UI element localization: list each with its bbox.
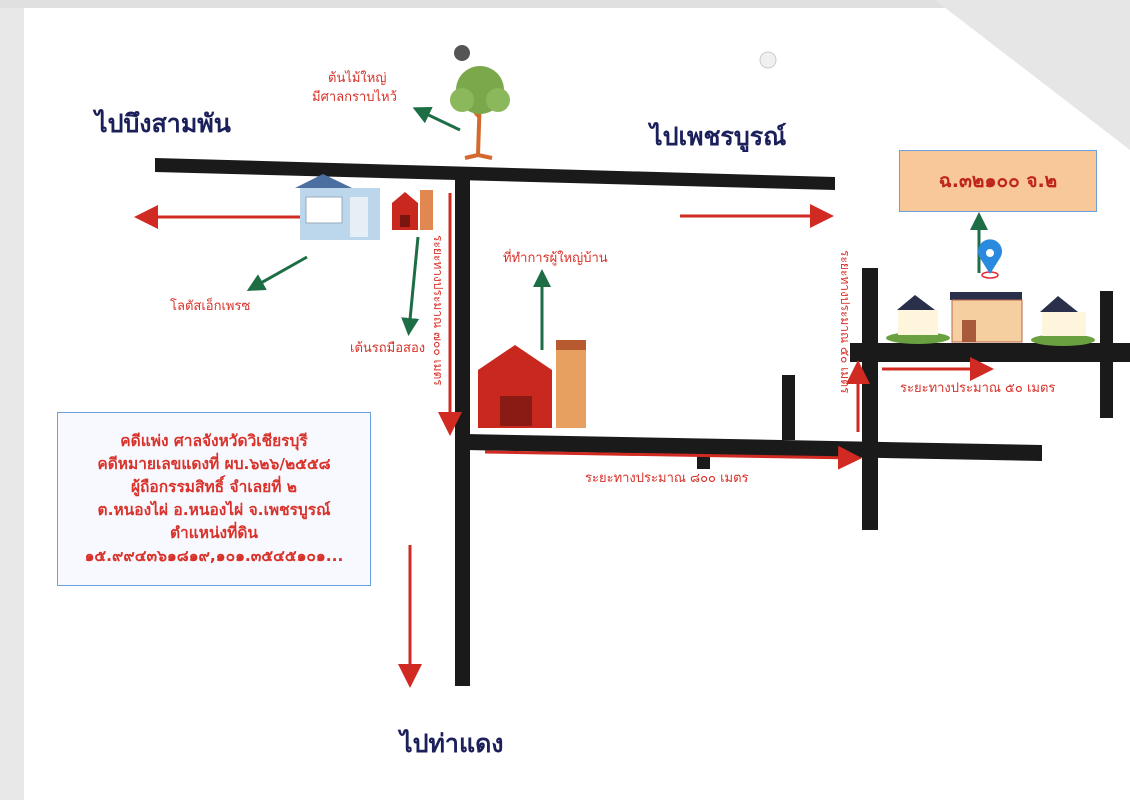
landmark-arrows [246,107,988,350]
punch-hole-icon [454,45,470,61]
direction-west-label: ไปบึงสามพัน [92,108,231,138]
direction-east-label: ไปเพชรบูรณ์ [647,121,786,153]
east-road [465,434,1042,461]
direction-south-label: ไปท่าแดง [397,728,504,758]
case-info-line: ๑๕.๙๙๔๓๖๑๘๑๙,๑๐๑.๓๕๔๕๑๐๑... [84,547,344,565]
tree-label: ต้นไม้ใหญ่ [328,70,386,86]
property-code-box: ฉ.๓๒๑๐๐ จ.๒ [899,150,1097,212]
car-lot-label: เต้นรถมือสอง [350,340,425,356]
arrow-to-store-label [246,255,308,291]
side-road-vertical [862,268,878,530]
case-info-line: ต.หนองไผ่ อ.หนองไผ่ จ.เพชรบูรณ์ [97,501,331,519]
arrow-to-tree-label [412,107,461,132]
side-road-horizontal [850,343,1130,362]
arrow-to-car-lot-label [401,236,420,336]
tree-icon [450,66,510,160]
case-info-line: คดีแพ่ง ศาลจังหวัดวิเชียรบุรี [120,432,308,450]
location-pin-icon [978,239,1002,279]
distance-50m-vertical-label: ระยะทางประมาณ ๕๐ เมตร [838,250,852,394]
tree-label: มีศาลกราบไหว้ [312,89,397,105]
arrow-800m [484,445,862,470]
spur-road [697,447,710,469]
roads [155,158,1130,686]
barn-icon [392,190,433,230]
case-info-line: คดีหมายเลขแดงที่ ผบ.๖๒๖/๒๕๕๘ [97,455,331,473]
houses-icon [886,292,1095,346]
punch-hole-icon [759,51,777,69]
route-arrows [134,193,994,688]
distance-700m-label: ระยะทางประมาณ ๗๐๐ เมตร [431,235,445,386]
case-info-box: คดีแพ่ง ศาลจังหวัดวิเชียรบุรี คดีหมายเลข… [57,412,371,586]
distance-50m-horizontal-label: ระยะทางประมาณ ๕๐ เมตร [900,381,1055,396]
case-info-line: ผู้ถือกรรมสิทธิ์ จำเลยที่ ๒ [130,478,298,496]
headman-office-label: ที่ทำการผู้ใหญ่บ้าน [503,249,608,266]
main-road-horizontal [155,158,835,190]
page-corner-fold [935,0,1130,150]
case-info-line: ตำแหน่งที่ดิน [169,524,259,542]
spur-road [782,375,795,440]
store-building-icon [295,174,380,240]
scan-top-margin [0,0,1130,8]
store-label: โลตัสเอ็กเพรซ [170,296,250,314]
scan-left-margin [0,0,24,800]
property-code: ฉ.๓๒๑๐๐ จ.๒ [938,170,1058,192]
distance-800m-label: ระยะทางประมาณ ๘๐๐ เมตร [585,471,749,486]
headman-office-icon [478,340,586,428]
side-road-end [1100,291,1113,418]
main-road-vertical [455,172,470,686]
